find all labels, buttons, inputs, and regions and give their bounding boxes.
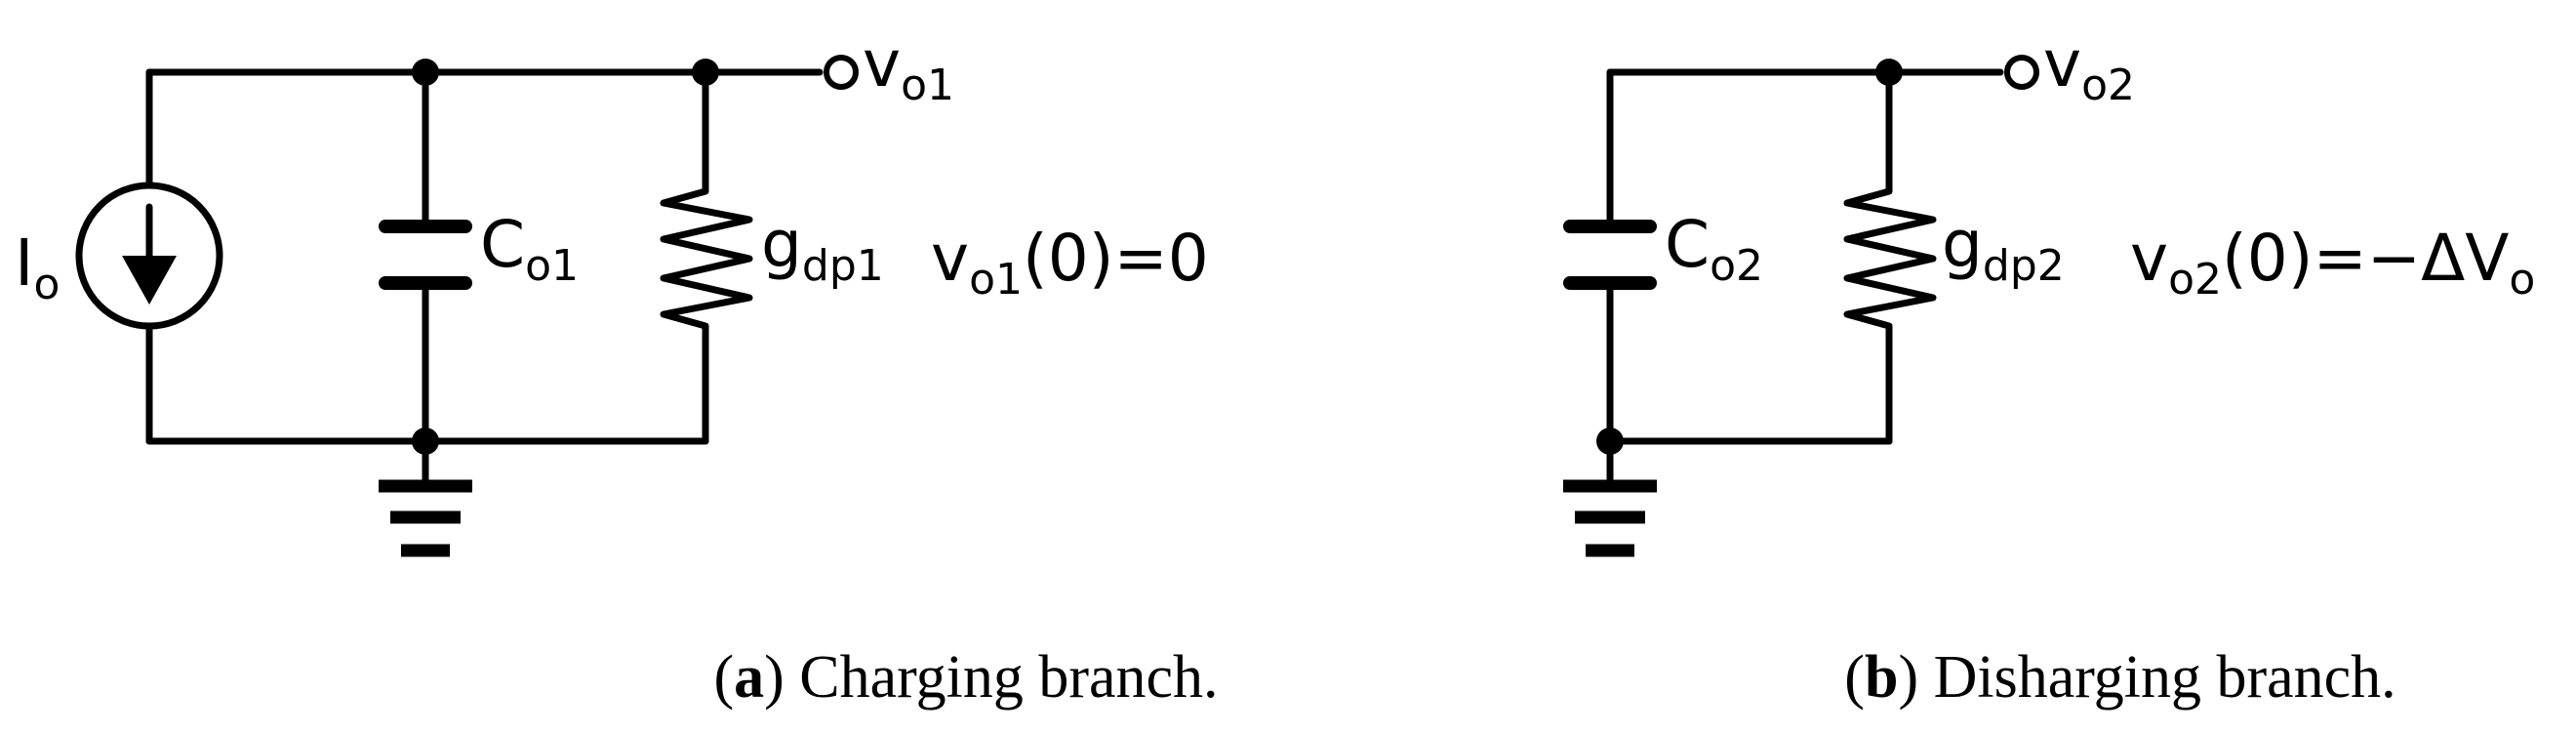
initial-condition-b: vo2(0)=−ΔVo [2130, 221, 2535, 305]
panel-a-resistor [660, 68, 753, 445]
caption-b: (b) Disharging branch. [1844, 644, 2395, 711]
conductance-label-gdp2: gdp2 [1942, 207, 2065, 291]
panel-b-output-terminal [2004, 55, 2039, 90]
panel-b-discharging-circuit: Co2 gdp2 vo2(0)=−ΔVo vo2 (b) Disharging … [1563, 26, 2535, 711]
panel-a-junction-top-right [692, 59, 719, 86]
panel-b-junction-top [1875, 59, 1903, 86]
resistor-zigzag [660, 68, 753, 445]
panel-a-charging-circuit: Io Co1 gdp1 vo1(0)=0 vo1 (a) Charging br… [15, 26, 1219, 711]
panel-a-output-terminal [824, 55, 859, 90]
panel-a-capacitor [379, 68, 472, 445]
panel-b-resistor [1843, 68, 1937, 445]
panel-a-current-source [75, 68, 223, 445]
panel-a-ground-symbol [379, 437, 472, 557]
output-label-vo2: vo2 [2043, 26, 2135, 110]
panel-b-capacitor [1563, 68, 1657, 445]
resistor-zigzag [1843, 68, 1937, 445]
output-label-vo1: vo1 [863, 26, 954, 110]
initial-condition-a: vo1(0)=0 [931, 221, 1209, 305]
caption-a: (a) Charging branch. [713, 644, 1218, 711]
panel-a-junction-top-left [412, 59, 439, 86]
current-source-arrow-head [122, 256, 177, 305]
conductance-label-gdp1: gdp1 [761, 207, 884, 291]
capacitor-label-co2: Co2 [1665, 207, 1763, 291]
capacitor-label-co1: Co1 [480, 207, 579, 291]
panel-b-ground-symbol [1563, 437, 1657, 557]
current-source-label: Io [15, 225, 60, 309]
